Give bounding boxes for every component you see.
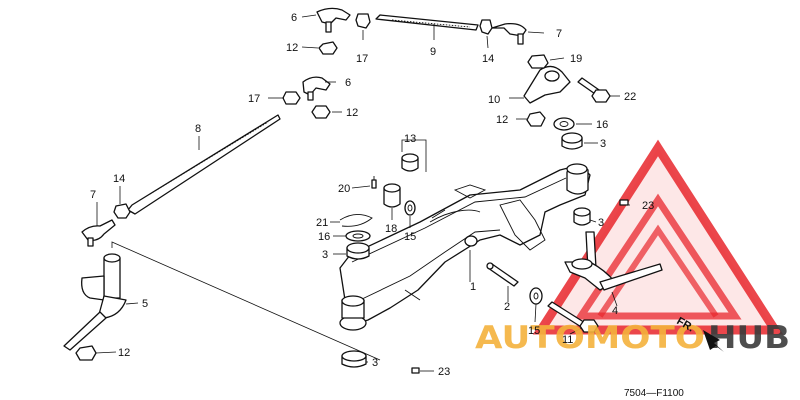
bolt-22 <box>577 77 611 103</box>
tie-rod-end-left <box>81 219 116 247</box>
grease-fitting-23-bottom <box>411 367 420 374</box>
callout-5: 5 <box>142 298 148 310</box>
callout-3-left: 3 <box>322 249 328 261</box>
pivot-pin <box>486 262 519 287</box>
callout-6-top: 6 <box>291 12 297 24</box>
callout-8: 8 <box>195 123 201 135</box>
callout-7-right: 7 <box>556 28 562 40</box>
tie-rod-end-mid <box>302 76 331 101</box>
tie-rod-left <box>127 114 281 215</box>
callout-3-right: 3 <box>600 138 606 150</box>
callout-3-bottom: 3 <box>372 357 378 369</box>
nut-12-mid <box>311 105 331 119</box>
bushing-3-bottom <box>341 350 367 368</box>
bushing-18 <box>383 183 401 208</box>
washer-16-right <box>553 117 575 131</box>
callout-20: 20 <box>338 183 350 195</box>
nut-17-top <box>355 13 371 29</box>
bushing-3-left <box>346 242 370 260</box>
front-axle-frame <box>339 163 591 331</box>
tie-rod-right <box>375 14 479 31</box>
washer-15-mid <box>404 200 416 216</box>
front-arrow-icon <box>703 330 724 352</box>
callout-15-low: 15 <box>528 325 540 337</box>
callout-7-left: 7 <box>90 189 96 201</box>
callout-12-right: 12 <box>496 114 508 126</box>
callout-9: 9 <box>430 46 436 58</box>
callout-2: 2 <box>504 301 510 313</box>
nut-12-top <box>318 41 338 55</box>
callout-6-mid: 6 <box>345 77 351 89</box>
callout-labels: 1 2 3 3 3 3 4 5 6 6 7 7 8 9 10 11 12 12 … <box>90 12 654 378</box>
bolt-11 <box>547 301 599 333</box>
bracket-line <box>111 241 381 361</box>
nut-14-left <box>113 203 131 219</box>
grease-fitting-20 <box>371 176 377 189</box>
nut-17-mid <box>282 91 301 105</box>
bushing-3-right <box>561 132 583 150</box>
spindle-left <box>63 253 127 351</box>
callout-22: 22 <box>624 91 636 103</box>
tie-rod-end-top-left <box>316 7 351 33</box>
callout-15-mid: 15 <box>404 231 416 243</box>
callout-21: 21 <box>316 217 328 229</box>
callout-12-bottom: 12 <box>118 347 130 359</box>
brand-hub: HUB <box>708 320 790 356</box>
callout-11: 11 <box>562 334 573 346</box>
callout-3-knuckle: 3 <box>598 217 604 229</box>
diagram-code: 7504—F1100 <box>624 388 684 399</box>
callout-17-top: 17 <box>356 53 368 65</box>
callout-16-right: 16 <box>596 119 608 131</box>
callout-4: 4 <box>612 305 618 317</box>
nut-14-top <box>479 19 493 35</box>
brand-automoto: AUTOMOTO <box>475 320 705 356</box>
nut-12-right <box>526 111 546 127</box>
callout-14-left: 14 <box>113 173 125 185</box>
callout-23-bottom: 23 <box>438 366 450 378</box>
washer-16-left <box>345 230 371 242</box>
callout-13: 13 <box>404 133 416 145</box>
callout-14-top: 14 <box>482 53 494 65</box>
callout-19: 19 <box>570 53 582 65</box>
grease-fitting-23-top <box>619 199 629 206</box>
washer-15-low <box>529 287 543 305</box>
bushing-13 <box>401 153 419 172</box>
callout-16-left: 16 <box>318 231 330 243</box>
nut-12-bottom <box>75 345 97 361</box>
callout-23-top: 23 <box>642 200 654 212</box>
callout-12-top: 12 <box>286 42 298 54</box>
bushing-3-knuckle <box>573 207 591 226</box>
callout-17-mid: 17 <box>248 93 260 105</box>
callout-18: 18 <box>385 223 397 235</box>
watermark-brand: AUTOMOTO HUB <box>475 320 790 356</box>
leader-lines <box>95 14 630 372</box>
callout-1: 1 <box>470 281 476 293</box>
callout-10: 10 <box>488 94 500 106</box>
callout-12-mid: 12 <box>346 107 358 119</box>
knuckle-arm <box>523 54 571 104</box>
snap-ring-21 <box>339 214 373 227</box>
tie-rod-end-top-right <box>491 22 527 45</box>
spindle-right <box>564 231 663 291</box>
